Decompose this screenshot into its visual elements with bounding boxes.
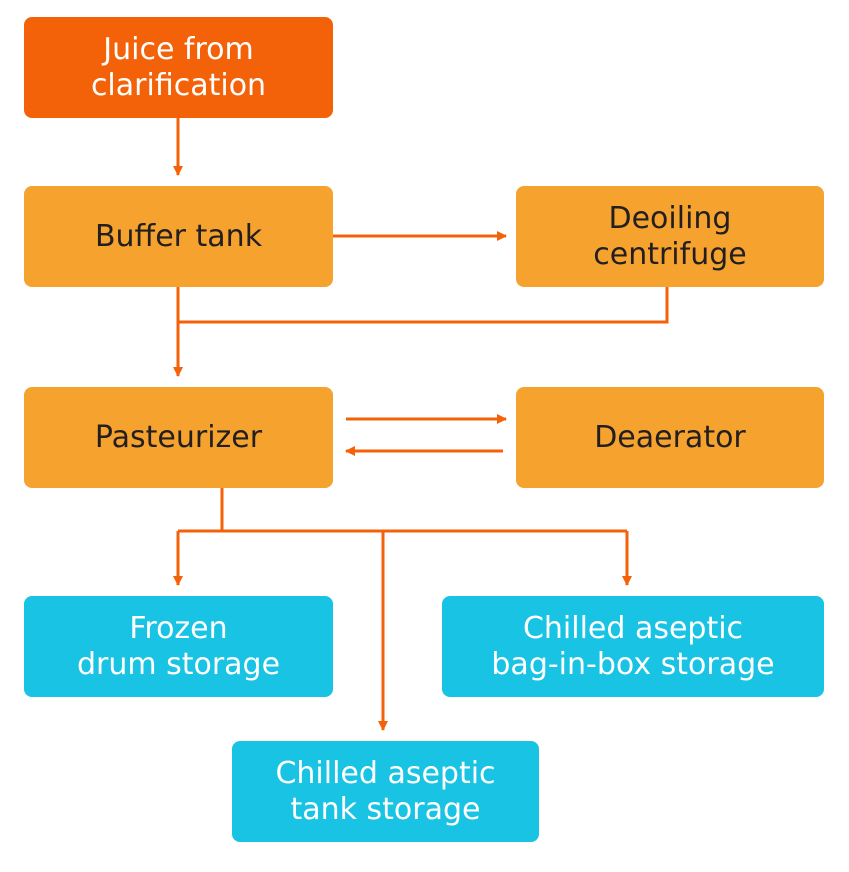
line-deoiling-return: [178, 287, 669, 324]
node-juice-from-clarification: Juice from clarification: [24, 17, 333, 118]
node-deoiling-centrifuge: Deoiling centrifuge: [516, 186, 824, 287]
node-frozen-drum-storage: Frozen drum storage: [24, 596, 333, 697]
line-pasteurizer-distribution: [178, 488, 627, 533]
node-label-line: Juice from: [103, 31, 254, 67]
node-chilled-aseptic-tank-storage: Chilled aseptic tank storage: [232, 741, 539, 842]
node-label-line: Deaerator: [594, 419, 746, 455]
node-chilled-aseptic-bag-in-box-storage: Chilled aseptic bag-in-box storage: [442, 596, 824, 697]
node-deaerator: Deaerator: [516, 387, 824, 488]
node-label-line: Chilled aseptic: [522, 610, 744, 646]
node-label-line: tank storage: [290, 791, 481, 827]
node-label-line: Pasteurizer: [94, 419, 263, 455]
node-label-line: drum storage: [76, 646, 281, 682]
node-buffer-tank: Buffer tank: [24, 186, 333, 287]
node-label-line: Frozen: [129, 610, 228, 646]
node-label-line: bag-in-box storage: [491, 646, 775, 682]
node-label-line: centrifuge: [593, 236, 747, 272]
node-label-line: Chilled aseptic: [275, 755, 496, 791]
node-label-line: Buffer tank: [94, 218, 263, 254]
node-pasteurizer: Pasteurizer: [24, 387, 333, 488]
node-label-line: Deoiling: [608, 200, 732, 236]
node-label-line: clarification: [90, 67, 267, 103]
